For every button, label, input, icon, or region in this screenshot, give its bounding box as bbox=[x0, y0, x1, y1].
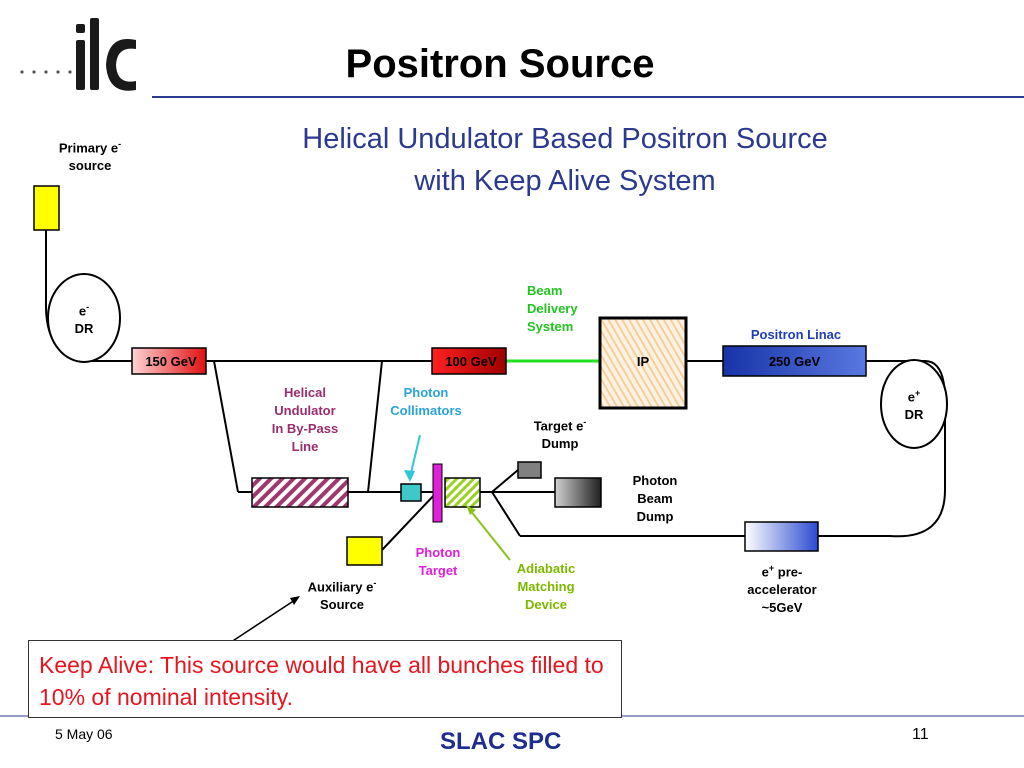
photon-beam-dump-line1: Photon bbox=[632, 473, 678, 488]
beam-delivery-line3: System bbox=[527, 319, 574, 334]
adiabatic-matching-line1: Adiabatic bbox=[516, 561, 576, 576]
keep-alive-note: Keep Alive: This source would have all b… bbox=[28, 640, 622, 718]
collimator-arrow bbox=[409, 434, 421, 478]
e-plus-dr-line1: e bbox=[907, 389, 915, 405]
adiabatic-device-box bbox=[444, 477, 481, 508]
aux-source-line bbox=[381, 491, 438, 551]
positron-linac-label: Positron Linac bbox=[750, 327, 842, 342]
helical-undulator-label: Helical Undulator In By-Pass Line bbox=[255, 384, 355, 456]
photon-target-line2: Target bbox=[418, 563, 458, 578]
adiabatic-matching-label: Adiabatic Matching Device bbox=[496, 560, 596, 614]
photon-beam-dump-label: Photon Beam Dump bbox=[605, 472, 705, 526]
photon-collimators-label: Photon Collimators bbox=[376, 384, 476, 420]
primary-source-line1: Primary e bbox=[58, 140, 119, 156]
target-dump-line1: Target e bbox=[533, 418, 584, 434]
photon-target-bar bbox=[432, 463, 443, 523]
pre-accel-branch bbox=[491, 491, 521, 537]
e-plus-dr-sup: + bbox=[914, 388, 921, 398]
linac-100-box bbox=[431, 347, 507, 375]
auxiliary-source-label: Auxiliary e- Source bbox=[292, 574, 392, 614]
photon-beam-dump-box bbox=[554, 477, 602, 508]
subtitle-line-2: with Keep Alive System bbox=[414, 165, 716, 197]
primary-source-sup: - bbox=[118, 139, 122, 149]
pre-accelerator-line2: accelerator bbox=[747, 582, 817, 598]
helical-undulator-line2: Undulator bbox=[274, 403, 336, 418]
adiabatic-arrowhead bbox=[466, 505, 476, 515]
pre-accelerator-label: e+ pre- accelerator ~5GeV bbox=[732, 559, 832, 617]
bypass-right bbox=[367, 360, 383, 493]
target-dump-line2: Dump bbox=[541, 436, 579, 452]
photon-beam-dump-line3: Dump bbox=[636, 509, 674, 524]
e-plus-dr-ring bbox=[880, 359, 948, 449]
linac-250-box bbox=[722, 345, 867, 377]
pre-accelerator-line3: ~5GeV bbox=[761, 600, 803, 616]
collimator-arrowhead bbox=[404, 470, 415, 482]
photon-beam-dump-line2: Beam bbox=[637, 491, 673, 506]
ilc-logo bbox=[20, 18, 136, 91]
eplus-dr-loop bbox=[818, 360, 946, 538]
e-minus-dr-ring bbox=[47, 273, 121, 363]
auxiliary-source-sup: - bbox=[373, 578, 377, 588]
footer-org: SLAC SPC bbox=[440, 728, 562, 755]
auxiliary-source-line1: Auxiliary e bbox=[307, 579, 374, 595]
adiabatic-matching-line2: Matching bbox=[517, 579, 575, 594]
helical-undulator-line4: Line bbox=[291, 439, 319, 454]
beam-delivery-line2: Delivery bbox=[527, 301, 578, 316]
photon-collimators-line2: Collimators bbox=[390, 403, 462, 418]
helical-undulator-line3: In By-Pass bbox=[271, 421, 339, 436]
linac-100-label: 100 GeV bbox=[445, 354, 497, 369]
target-dump-branch bbox=[491, 469, 519, 493]
pre-accelerator-sup: + bbox=[768, 563, 775, 573]
photon-target-line1: Photon bbox=[415, 545, 461, 560]
primary-source-box bbox=[33, 185, 60, 231]
helical-undulator-line1: Helical bbox=[284, 385, 326, 400]
e-minus-dr-label: e- DR bbox=[64, 298, 104, 338]
pre-accelerator-line1a: e bbox=[761, 564, 769, 580]
e-minus-dr-line1: e bbox=[78, 303, 87, 319]
e-plus-dr-line2: DR bbox=[904, 407, 924, 423]
beam-delivery-label: Beam Delivery System bbox=[527, 282, 578, 336]
linac-150-label: 150 GeV bbox=[145, 354, 197, 369]
pre-accelerator-box bbox=[744, 521, 819, 552]
e-plus-dr-label: e+ DR bbox=[894, 384, 934, 424]
slide-title: Positron Source bbox=[345, 42, 655, 86]
primary-source-label: Primary e- source bbox=[40, 135, 140, 175]
primary-source-line2: source bbox=[68, 158, 112, 174]
photon-collimators-line1: Photon bbox=[403, 385, 449, 400]
e-minus-dr-line2: DR bbox=[74, 321, 94, 337]
keep-alive-arrowhead bbox=[290, 596, 300, 605]
diagram-subtitle: Helical Undulator Based Positron Source … bbox=[240, 118, 890, 202]
target-dump-sup: - bbox=[583, 417, 587, 427]
linac-250-label: 250 GeV bbox=[768, 354, 821, 369]
adiabatic-matching-line3: Device bbox=[525, 597, 567, 612]
beam-delivery-line1: Beam bbox=[527, 283, 563, 298]
auxiliary-source-line2: Source bbox=[319, 597, 365, 613]
adiabatic-arrow bbox=[469, 509, 511, 561]
subtitle-line-1: Helical Undulator Based Positron Source bbox=[302, 123, 828, 155]
bypass-left bbox=[213, 360, 239, 493]
helical-undulator-box bbox=[251, 477, 349, 508]
footer-date: 5 May 06 bbox=[55, 726, 113, 742]
photon-target-label: Photon Target bbox=[388, 544, 488, 580]
ip-label: IP bbox=[636, 354, 650, 369]
photon-collimator-box bbox=[400, 483, 422, 502]
auxiliary-source-box bbox=[346, 536, 383, 566]
linac-150-box bbox=[131, 347, 207, 375]
target-dump-box bbox=[517, 461, 542, 479]
footer-page-number: 11 bbox=[912, 726, 929, 743]
pre-accelerator-line1b: pre- bbox=[774, 564, 803, 580]
target-dump-label: Target e- Dump bbox=[510, 413, 610, 453]
e-minus-dr-sup: - bbox=[86, 302, 90, 312]
ip-box bbox=[598, 316, 688, 410]
